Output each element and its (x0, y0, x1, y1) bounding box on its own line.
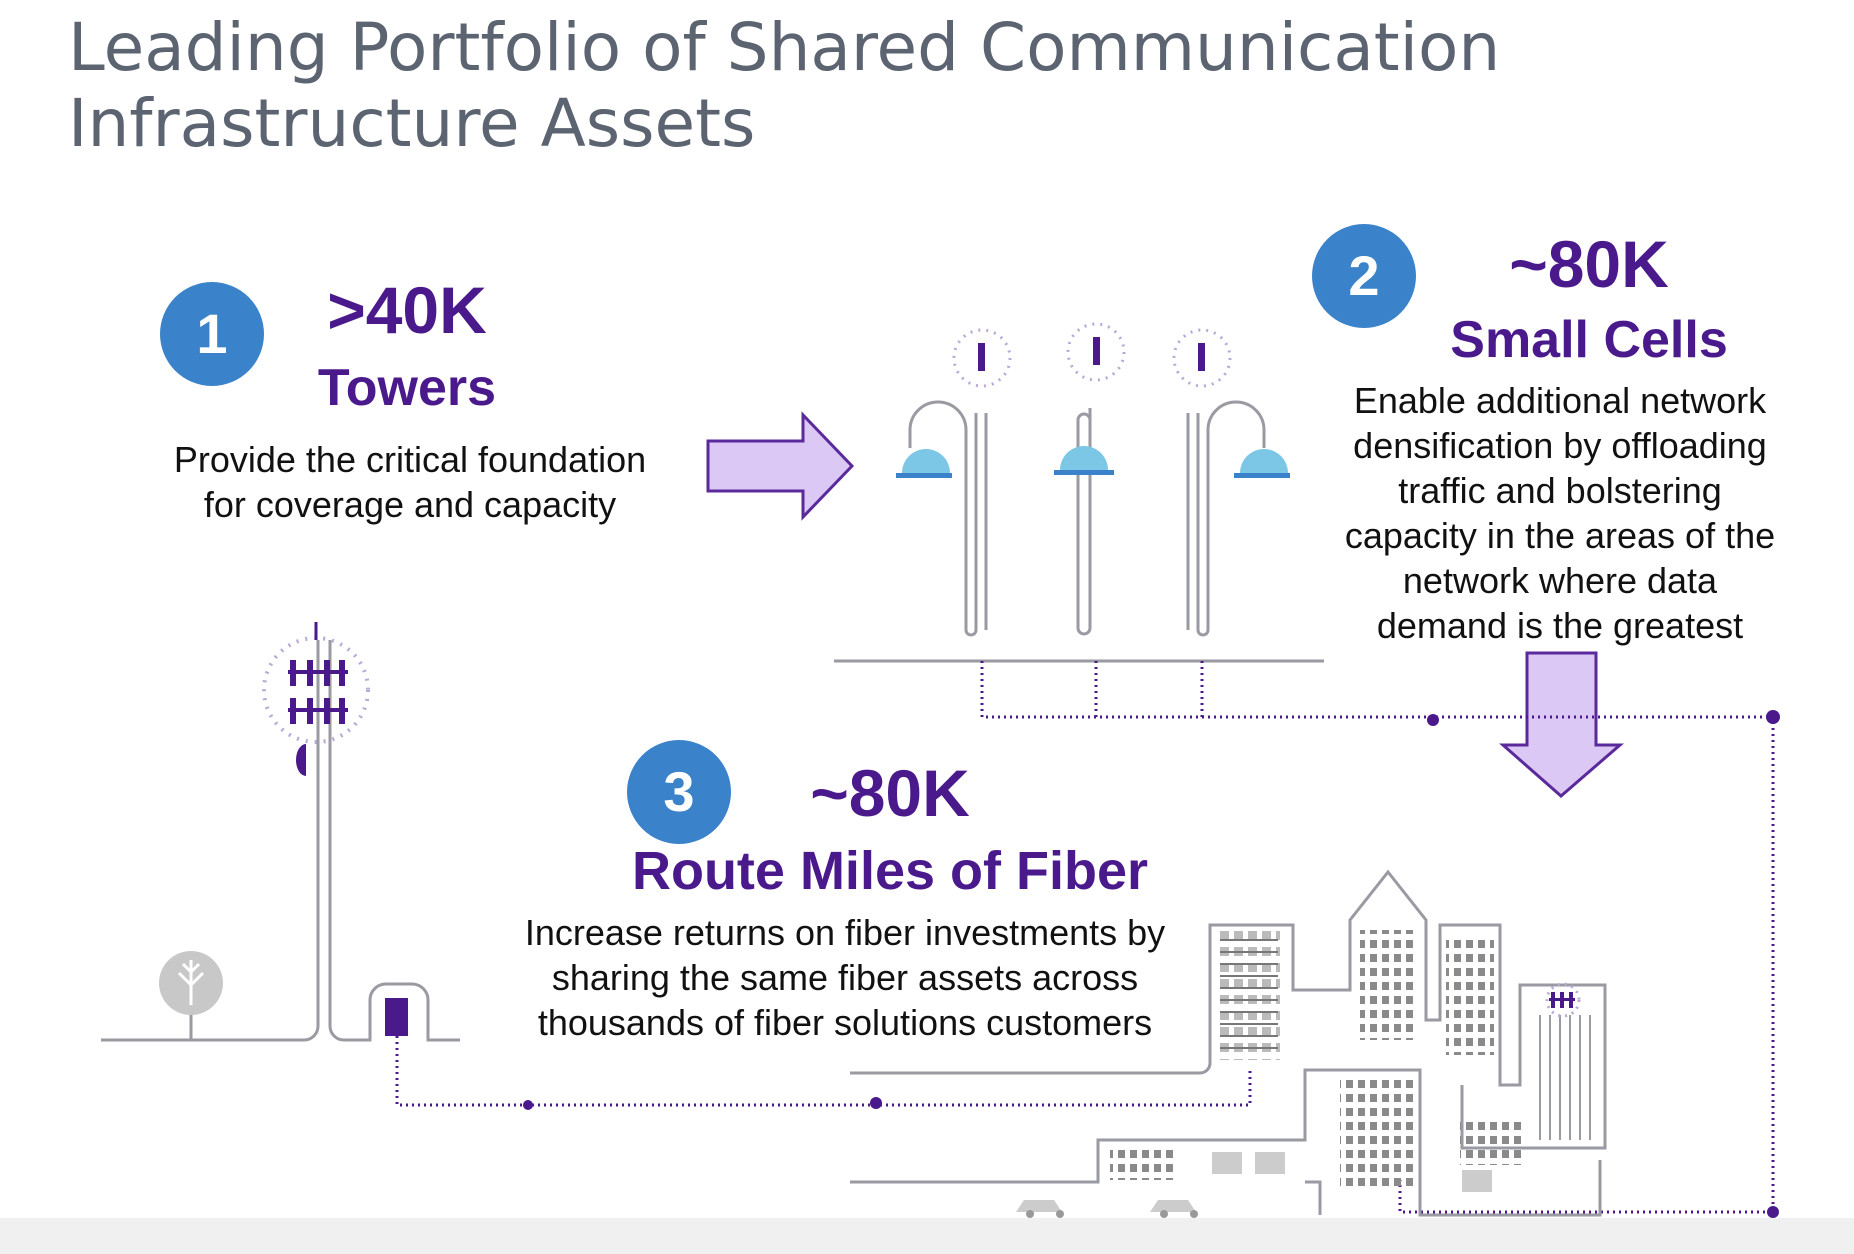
fiber-label: Route Miles of Fiber (631, 841, 1149, 901)
cell-tower-icon (262, 622, 408, 1036)
small-cells-label: Small Cells (1450, 311, 1728, 369)
small-cells-description-line-4: capacity in the areas of the (1344, 515, 1776, 556)
ground-line (101, 640, 460, 1042)
footer-bar (0, 1218, 1854, 1254)
fiber-value: ~80K (810, 756, 970, 830)
car-icon (1016, 1200, 1198, 1218)
small-cells-description-line-3: traffic and bolstering (1398, 470, 1722, 511)
badge-towers: 1 (160, 282, 264, 386)
city-buildings-icon (850, 869, 1607, 1217)
towers-description-line-2: for coverage and capacity (203, 484, 617, 525)
fiber-description: Increase returns on fiber investments by… (500, 910, 1190, 1045)
fiber-nodes (523, 710, 1780, 1218)
fiber-description-line-3: thousands of fiber solutions customers (537, 1002, 1153, 1043)
page-title: Leading Portfolio of Shared Communicatio… (68, 10, 1500, 162)
fiber-description-line-2: sharing the same fiber assets across (551, 957, 1139, 998)
small-cell-antennas (952, 322, 1232, 388)
badge-small-cells: 2 (1312, 224, 1416, 328)
towers-description: Provide the critical foundation for cove… (150, 437, 670, 527)
small-cells-value: ~80K (1509, 227, 1669, 301)
small-cells-description-line-2: densification by offloading (1353, 425, 1767, 466)
small-cell-lights (896, 446, 1290, 478)
small-cells-description-line-5: network where data (1402, 560, 1718, 601)
badge-fiber: 3 (627, 740, 731, 844)
towers-label: Towers (317, 359, 497, 417)
towers-description-line-1: Provide the critical foundation (173, 439, 647, 480)
page-title-line-1: Leading Portfolio of Shared Communicatio… (68, 9, 1501, 86)
page-title-line-2: Infrastructure Assets (68, 85, 756, 162)
arrow-right-icon (706, 411, 855, 521)
tree-icon (159, 951, 223, 1040)
arrow-down-icon (1499, 651, 1625, 798)
small-cells-description-line-6: demand is the greatest (1376, 605, 1744, 646)
fiber-lines (395, 661, 1775, 1214)
towers-value: >40K (327, 273, 487, 347)
small-cells-description: Enable additional network densification … (1330, 378, 1790, 648)
small-cell-pole-icon (834, 400, 1324, 663)
small-cells-description-line-1: Enable additional network (1353, 380, 1767, 421)
fiber-description-line-1: Increase returns on fiber investments by (524, 912, 1166, 953)
